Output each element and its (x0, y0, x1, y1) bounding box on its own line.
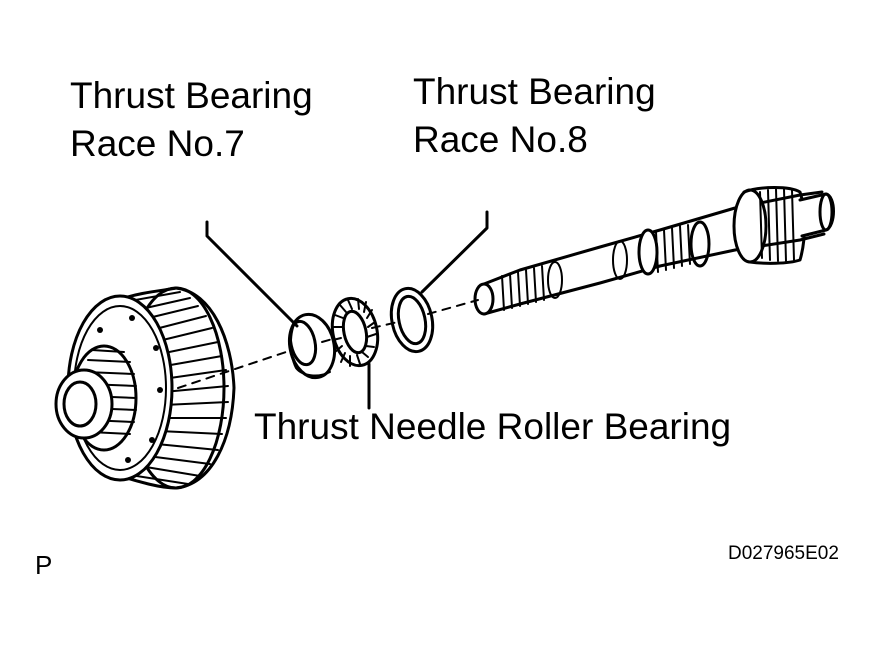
planetary-gear-drum (54, 286, 236, 490)
thrust-bearing-race-no8 (389, 286, 435, 354)
output-shaft (473, 186, 835, 316)
leader-line-race7 (205, 220, 299, 328)
figure-code: D027965E02 (728, 543, 839, 564)
label-thrust-needle-roller-bearing: Thrust Needle Roller Bearing (254, 406, 732, 447)
label-race7-line1: Thrust Bearing (70, 75, 313, 116)
label-race7-line2: Race No.7 (70, 123, 245, 164)
label-race8-line2: Race No.8 (413, 119, 588, 160)
leader-lines (205, 210, 489, 410)
label-thrust-bearing-race-no8: Thrust Bearing Race No.8 (413, 68, 656, 164)
leader-line-race8 (420, 210, 489, 294)
assembly-centerline (177, 299, 479, 389)
label-race8-line1: Thrust Bearing (413, 71, 656, 112)
thrust-bearing-race-no7 (287, 312, 337, 380)
label-thrust-bearing-race-no7: Thrust Bearing Race No.7 (70, 72, 313, 168)
thrust-needle-roller-bearing (330, 296, 380, 368)
figure-letter: P (35, 550, 53, 580)
